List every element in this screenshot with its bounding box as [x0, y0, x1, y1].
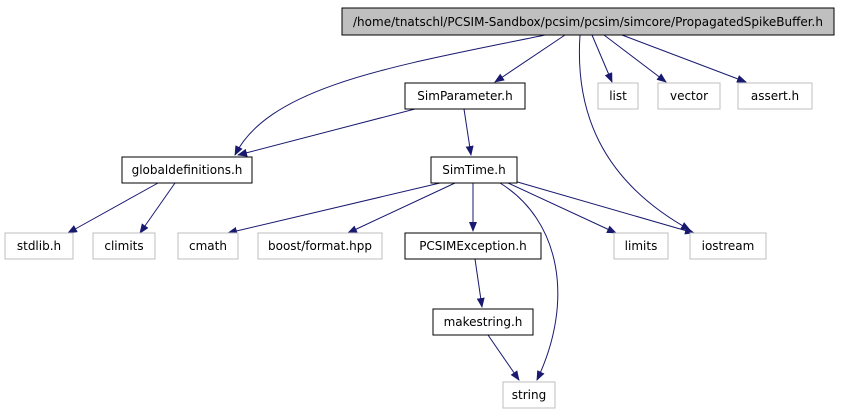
edge-simtime-limits [507, 182, 617, 234]
node-makestring[interactable]: makestring.h [432, 308, 534, 336]
node-simparameter-label: SimParameter.h [417, 89, 512, 103]
node-stdlib-label: stdlib.h [17, 239, 61, 253]
node-list: list [597, 82, 639, 110]
edge-simtime-iostream [513, 180, 695, 235]
edge-simtime-cmath [227, 182, 441, 235]
node-iostream: iostream [689, 232, 767, 260]
dependency-edges [67, 34, 747, 381]
dependency-nodes: /home/tnatschl/PCSIM-Sandbox/pcsim/pcsim… [4, 7, 835, 409]
node-cmath: cmath [177, 232, 239, 260]
node-makestring-label: makestring.h [444, 315, 523, 329]
edge-root-globaldefinitions [234, 34, 546, 156]
node-cmath-label: cmath [189, 239, 227, 253]
node-root-file: /home/tnatschl/PCSIM-Sandbox/pcsim/pcsim… [341, 7, 835, 36]
edge-root-vector [603, 34, 667, 83]
node-boostformat: boost/format.hpp [257, 232, 383, 260]
node-root-file-label: /home/tnatschl/PCSIM-Sandbox/pcsim/pcsim… [353, 15, 823, 29]
node-assert: assert.h [737, 82, 813, 110]
edge-simparameter-globaldefinitions [237, 108, 416, 157]
node-simparameter[interactable]: SimParameter.h [404, 82, 526, 110]
node-limits-label: limits [625, 239, 658, 253]
node-assert-label: assert.h [751, 89, 799, 103]
node-climits-label: climits [104, 239, 143, 253]
node-iostream-label: iostream [702, 239, 755, 253]
edge-makestring-string [487, 334, 520, 381]
edge-simtime-boostformat [347, 182, 456, 234]
node-boostformat-label: boost/format.hpp [268, 239, 372, 253]
node-globaldefinitions-label: globaldefinitions.h [132, 163, 243, 177]
node-stdlib: stdlib.h [4, 232, 74, 260]
node-pcsimexception-label: PCSIMException.h [419, 239, 527, 253]
node-vector-label: vector [670, 89, 708, 103]
node-list-label: list [609, 89, 627, 103]
edge-root-list [591, 34, 613, 83]
node-simtime-label: SimTime.h [442, 163, 505, 177]
edge-globaldefinitions-climits [139, 182, 176, 234]
edge-root-simparameter [494, 34, 566, 83]
node-simtime[interactable]: SimTime.h [430, 156, 518, 184]
node-globaldefinitions[interactable]: globaldefinitions.h [121, 156, 253, 184]
edge-root-iostream [578, 34, 691, 231]
node-vector: vector [657, 82, 721, 110]
node-string-label: string [512, 388, 546, 402]
node-limits: limits [613, 232, 669, 260]
node-climits: climits [92, 232, 156, 260]
node-string: string [502, 381, 556, 409]
edge-simparameter-simtime [463, 108, 474, 156]
edge-globaldefinitions-stdlib [67, 182, 159, 234]
edge-root-assert [621, 34, 747, 83]
edge-pcsimexception-makestring [474, 258, 485, 308]
node-pcsimexception[interactable]: PCSIMException.h [404, 232, 542, 260]
edge-simtime-string [499, 182, 559, 381]
